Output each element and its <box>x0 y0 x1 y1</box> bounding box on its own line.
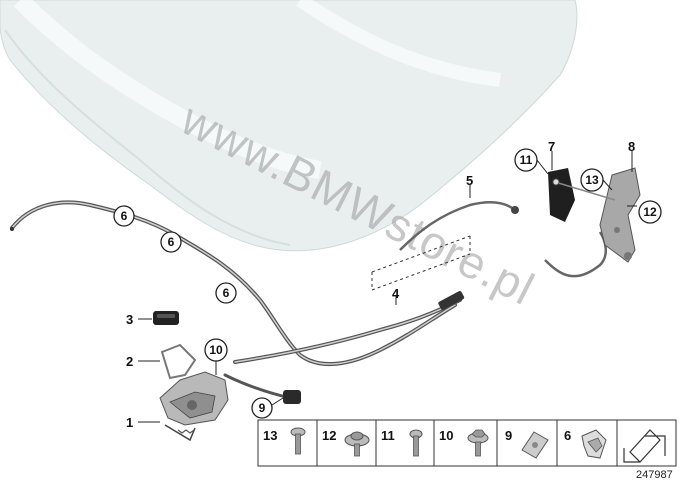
collar-screw-icon <box>344 431 370 457</box>
svg-text:12: 12 <box>322 428 336 443</box>
leader-lines <box>138 151 637 423</box>
clip-nut-icon <box>521 431 549 459</box>
callout-2: 2 <box>126 354 133 369</box>
svg-text:6: 6 <box>168 235 175 249</box>
bolt-icon <box>290 427 306 455</box>
callouts-plain: 1 2 3 4 5 7 8 <box>126 139 635 430</box>
callout-7: 7 <box>548 139 555 154</box>
hood-latch <box>159 371 229 442</box>
legend-item-13: 13 <box>263 427 306 455</box>
callout-9: 9 <box>251 397 273 419</box>
legend-item-12: 12 <box>322 428 370 457</box>
legend-item-6: 6 <box>564 428 607 459</box>
callout-4: 4 <box>392 286 400 301</box>
legend-item-10: 10 <box>439 428 489 457</box>
rubber-buffer <box>153 311 179 325</box>
callout-6-lower: 6 <box>215 282 237 304</box>
callout-3: 3 <box>126 312 133 327</box>
svg-text:11: 11 <box>381 428 395 443</box>
legend-item-9: 9 <box>505 428 549 459</box>
callout-6-upper: 6 <box>113 205 135 227</box>
callout-11: 11 <box>514 148 538 172</box>
svg-text:9: 9 <box>505 428 512 443</box>
safety-catch <box>548 167 641 263</box>
callout-13: 13 <box>580 168 604 192</box>
cable-clip-icon <box>581 429 607 459</box>
reference-arrow-icon <box>623 429 666 463</box>
release-cable <box>10 200 465 404</box>
latch-bracket <box>160 343 197 380</box>
bonnet-illustration <box>0 0 578 252</box>
callouts-circled: 6 6 6 9 10 11 12 13 <box>113 148 662 419</box>
svg-text:9: 9 <box>259 401 266 415</box>
hex-screw-icon <box>467 429 489 457</box>
parts-legend: 13 12 11 10 <box>257 419 677 467</box>
callout-10: 10 <box>204 338 228 362</box>
callout-8: 8 <box>628 139 635 154</box>
svg-text:10: 10 <box>439 428 453 443</box>
svg-text:6: 6 <box>121 209 128 223</box>
screw-icon <box>409 429 423 457</box>
cable-break-indicator <box>371 235 471 291</box>
svg-text:12: 12 <box>643 205 657 219</box>
svg-text:13: 13 <box>585 173 599 187</box>
svg-text:13: 13 <box>263 428 277 443</box>
svg-text:6: 6 <box>223 286 230 300</box>
svg-text:10: 10 <box>209 343 223 357</box>
legend-item-11: 11 <box>381 428 423 457</box>
svg-text:11: 11 <box>520 153 533 167</box>
callout-5: 5 <box>466 173 473 188</box>
callout-6-middle: 6 <box>160 231 182 253</box>
svg-text:6: 6 <box>564 428 571 443</box>
diagram-id: 247987 <box>636 469 673 481</box>
callout-1: 1 <box>126 415 133 430</box>
callout-12: 12 <box>638 200 662 224</box>
